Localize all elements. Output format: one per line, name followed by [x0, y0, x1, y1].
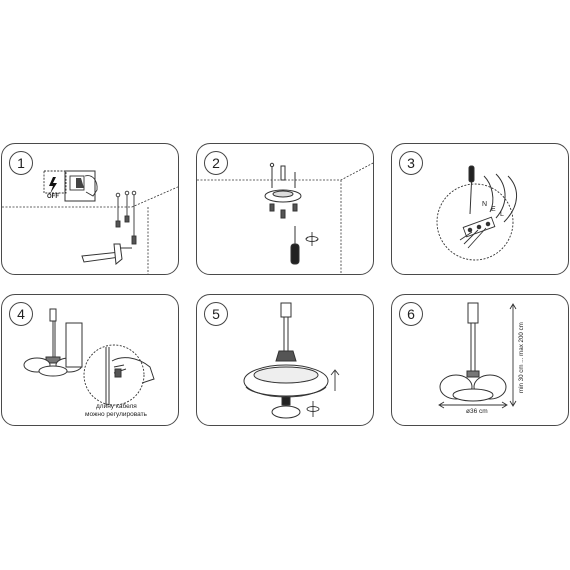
step-1-panel: 1 OFF [1, 143, 179, 275]
step-3-panel: 3 N E L [391, 143, 569, 275]
step-2-illustration [197, 162, 373, 274]
drill-icon [81, 243, 132, 265]
terminal-block-icon [459, 216, 496, 249]
pendant-lamp-icon [439, 302, 507, 402]
lightning-icon [49, 177, 57, 194]
mounting-bracket-icon [264, 162, 302, 219]
wire-label-n: N [482, 201, 488, 208]
step-2-panel: 2 [196, 143, 374, 275]
tester-screwdriver-icon [468, 165, 475, 215]
cable-note-line1: длину кабеля [96, 403, 137, 410]
wall-line [2, 186, 178, 208]
step-number: 1 [9, 151, 33, 175]
step-3-illustration [436, 165, 517, 261]
diameter-label: ø36 cm [466, 408, 488, 415]
screws-icon [115, 190, 137, 245]
hand-adjust-icon [105, 347, 155, 405]
step-number: 5 [204, 302, 228, 326]
step-5-panel: 5 [196, 294, 374, 426]
cable-plate-icon [65, 322, 83, 368]
cable-note-line2: можно регулировать [85, 411, 147, 418]
step-number: 2 [204, 151, 228, 175]
wire-label-e: E [491, 206, 496, 213]
rotate-arrow-icon [306, 401, 320, 417]
wires-icon [483, 173, 517, 223]
screwdriver-icon [290, 226, 300, 265]
wire-label-l: L [500, 211, 504, 218]
diameter-dimension-arrow [438, 401, 508, 409]
bulb-cap-icon [271, 396, 301, 419]
height-label: min 30 cm ... max 200 cm [518, 322, 525, 393]
step-1-illustration [2, 170, 178, 274]
height-dimension-arrow [509, 303, 517, 407]
detail-circle [83, 344, 145, 406]
step-4-panel: 4 длину кабеля можно регулировать [1, 294, 179, 426]
step-number: 6 [399, 302, 423, 326]
step-6-illustration [438, 302, 517, 409]
detail-circle [436, 183, 514, 261]
up-arrow-icon [330, 369, 340, 391]
off-label: OFF [47, 194, 59, 200]
step-number: 4 [9, 302, 33, 326]
step-number: 3 [399, 151, 423, 175]
step-5-illustration [243, 302, 340, 419]
rotate-arrow-icon [305, 232, 319, 246]
power-switch-icon [43, 170, 98, 202]
step-4-illustration [23, 308, 155, 406]
step-6-panel: 6 min 30 cm ... max 200 cm ø36 cm [391, 294, 569, 426]
pendant-lamp-icon [243, 302, 329, 398]
